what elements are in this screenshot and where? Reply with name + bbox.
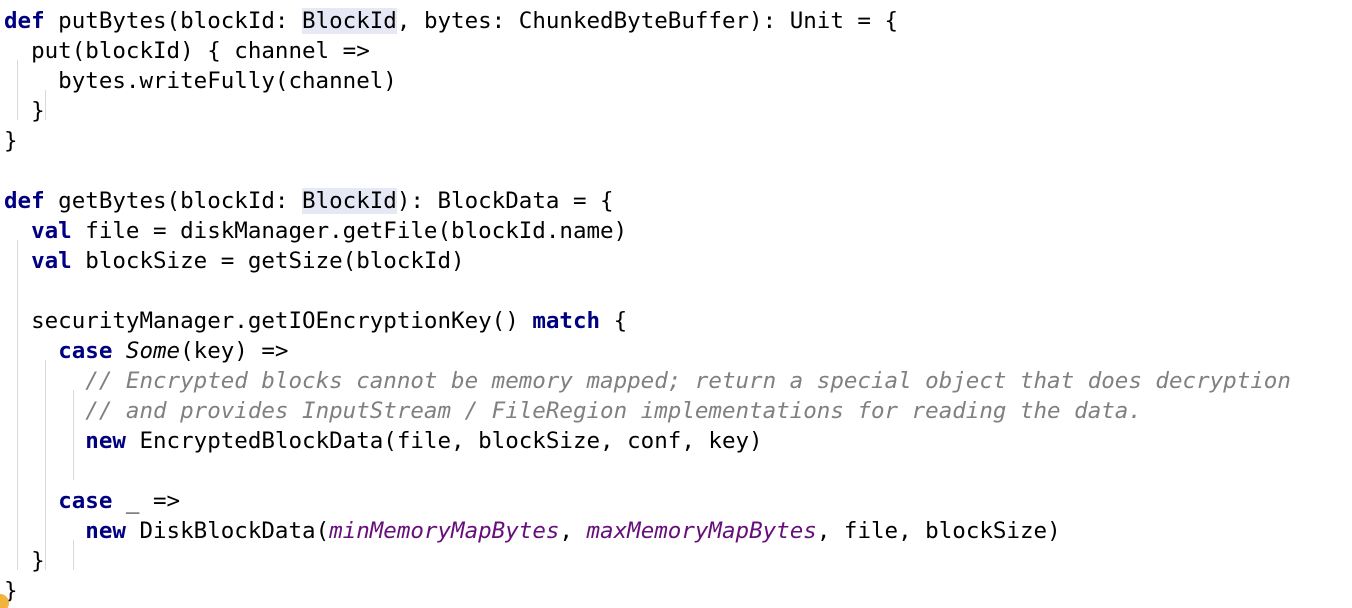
code-line[interactable]: // and provides InputStream / FileRegion… [4,396,1142,426]
code-token-hl: BlockId [302,8,397,34]
code-line[interactable]: case Some(key) => [4,336,288,366]
code-token-kw: case [58,338,113,364]
code-line[interactable]: } [4,546,45,576]
code-token-kw: def [4,8,45,34]
code-token-kw: val [31,248,72,274]
code-token-kw: def [4,188,45,214]
code-token-plain: , [559,518,587,544]
code-token-kw: match [532,308,601,334]
indent-guide [45,360,46,570]
indent-guide [45,90,46,120]
indent-guide [17,60,18,120]
breakpoint-marker-icon[interactable] [0,594,9,608]
code-token-plain: putBytes(blockId: [44,8,303,34]
code-token-plain: DiskBlockData( [125,518,330,544]
indent-guide [17,240,18,570]
code-token-field: maxMemoryMapBytes [586,518,817,544]
code-token-kw: val [31,218,72,244]
code-token-plain [4,398,85,424]
code-token-kw: new [85,518,126,544]
code-token-plain: { [600,308,628,334]
code-token-plain: blockSize = getSize(blockId) [71,248,465,274]
code-token-plain: , file, blockSize) [816,518,1061,544]
code-token-plain [4,338,58,364]
code-token-plain [4,428,85,454]
code-token-comment: // Encrypted blocks cannot be memory map… [85,368,1291,394]
indent-guide [73,390,74,480]
code-token-plain: } [4,548,45,574]
code-token-field: minMemoryMapBytes [329,518,560,544]
code-token-plain: } [4,98,45,124]
code-token-plain: (key) => [180,338,289,364]
code-line[interactable]: case _ => [4,486,180,516]
code-token-plain: put(blockId) { channel => [4,38,370,64]
code-line[interactable]: bytes.writeFully(channel) [4,66,397,96]
code-line[interactable]: def getBytes(blockId: BlockId): BlockDat… [4,186,614,216]
code-token-plain: getBytes(blockId: [44,188,303,214]
code-token-italic: Some [125,338,181,364]
code-token-plain: bytes.writeFully(channel) [4,68,397,94]
code-token-comment: // and provides InputStream / FileRegion… [85,398,1142,424]
code-token-kw: new [85,428,126,454]
code-token-plain: EncryptedBlockData(file, blockSize, conf… [125,428,763,454]
code-token-plain: , bytes: ChunkedByteBuffer): Unit = { [396,8,899,34]
code-line[interactable]: } [4,126,18,156]
code-token-plain [112,338,126,364]
code-line[interactable]: def putBytes(blockId: BlockId, bytes: Ch… [4,6,898,36]
code-line[interactable]: val file = diskManager.getFile(blockId.n… [4,216,627,246]
code-token-plain [4,518,85,544]
code-token-plain: file = diskManager.getFile(blockId.name) [71,218,628,244]
code-line[interactable]: new EncryptedBlockData(file, blockSize, … [4,426,763,456]
code-line[interactable]: securityManager.getIOEncryptionKey() mat… [4,306,627,336]
code-line[interactable]: val blockSize = getSize(blockId) [4,246,465,276]
code-token-plain [4,488,58,514]
code-token-plain [4,218,31,244]
code-token-kw: case [58,488,113,514]
code-line[interactable]: new DiskBlockData(minMemoryMapBytes, max… [4,516,1061,546]
code-line[interactable]: } [4,96,45,126]
code-token-plain [4,248,31,274]
indent-guide [73,540,74,570]
code-token-hl: BlockId [302,188,397,214]
code-token-plain [4,368,85,394]
code-token-plain: securityManager.getIOEncryptionKey() [4,308,533,334]
code-token-plain: } [4,128,18,154]
code-token-plain: ): BlockData = { [396,188,614,214]
code-line[interactable]: // Encrypted blocks cannot be memory map… [4,366,1291,396]
code-line[interactable]: put(blockId) { channel => [4,36,370,66]
code-token-plain: _ => [112,488,181,514]
